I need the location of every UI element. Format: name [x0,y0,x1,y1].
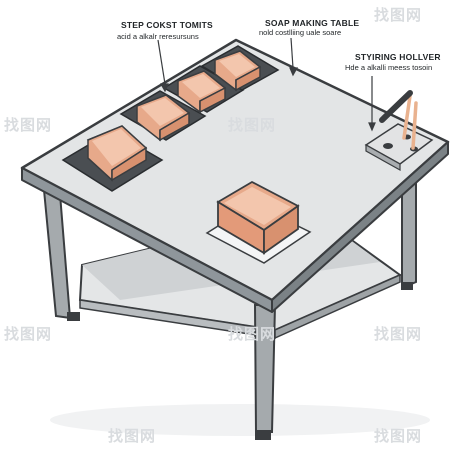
mold-tray-2 [119,90,207,142]
watermark: 找图网 [4,116,53,134]
holder-label-subtitle: Hde a alkalli meess tosoin [345,63,433,72]
table-label-subtitle: nold costlliing uale soare [259,28,342,37]
trays-label-title: STEP COKST TOMITS [121,20,213,30]
table-label-title: SOAP MAKING TABLE [265,18,360,28]
watermark: 找图网 [4,325,53,343]
table-top [20,38,450,313]
floor-shadow [50,404,430,436]
mold-tray-3 [162,65,245,114]
front-legs [42,188,277,440]
mold-tray-1 [61,125,164,192]
watermark: 找图网 [374,325,423,343]
mold-tray-4 [200,45,280,92]
holder-label-title: STYIRING HOLLVER [355,52,441,62]
watermark: 找图网 [374,6,423,24]
watermark: 找图网 [228,116,277,134]
watermark: 找图网 [374,427,423,445]
watermark: 找图网 [108,427,157,445]
trays-label-subtitle: acid a alkalr reresursuns [117,32,199,41]
leader-lines [157,37,376,132]
stirring-holder [364,90,434,172]
watermark: 找图网 [228,325,277,343]
center-mold [205,180,312,264]
